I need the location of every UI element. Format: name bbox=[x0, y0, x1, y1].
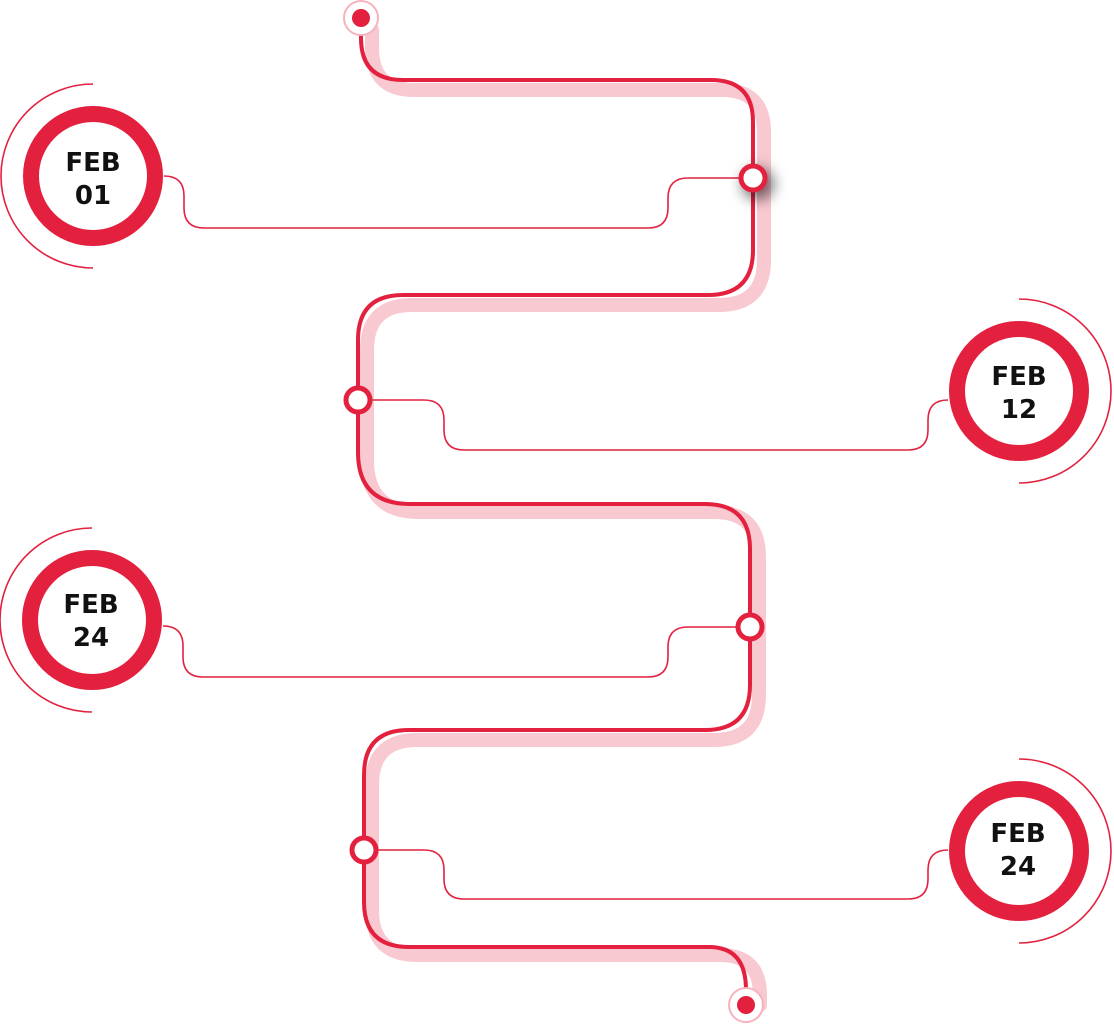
milestone-3-day: 24 bbox=[73, 623, 109, 653]
milestone-badge-4: FEB 24 bbox=[949, 758, 1112, 944]
timeline-end-point bbox=[728, 987, 764, 1023]
timeline-path-shadow bbox=[360, 23, 771, 1012]
connector-line-3 bbox=[162, 625, 750, 678]
milestone-4-day: 24 bbox=[1000, 852, 1036, 882]
milestone-arc-4 bbox=[1018, 758, 1112, 944]
milestone-4-month: FEB bbox=[990, 819, 1045, 849]
milestone-badge-3: FEB 24 bbox=[0, 527, 162, 713]
milestone-3-month: FEB bbox=[63, 590, 118, 620]
milestone-1-month: FEB bbox=[65, 148, 120, 178]
milestone-arc-2 bbox=[1018, 298, 1112, 484]
connector-line-4 bbox=[364, 849, 949, 900]
path-node-4 bbox=[349, 835, 379, 865]
path-node-2 bbox=[343, 385, 373, 415]
path-node-1 bbox=[738, 163, 768, 193]
connector-line-2 bbox=[358, 399, 949, 451]
timeline-path bbox=[356, 16, 755, 1007]
milestone-2-day: 12 bbox=[1001, 395, 1037, 425]
milestone-arc-1 bbox=[0, 83, 94, 269]
milestone-2-month: FEB bbox=[991, 362, 1046, 392]
milestone-arc-3 bbox=[0, 527, 93, 713]
timeline-start-point bbox=[343, 0, 379, 36]
path-node-3 bbox=[735, 612, 765, 642]
milestone-badge-1: FEB 01 bbox=[0, 83, 163, 269]
connector-line-1 bbox=[163, 175, 753, 229]
milestone-1-day: 01 bbox=[75, 181, 111, 211]
milestone-badge-2: FEB 12 bbox=[949, 298, 1112, 484]
